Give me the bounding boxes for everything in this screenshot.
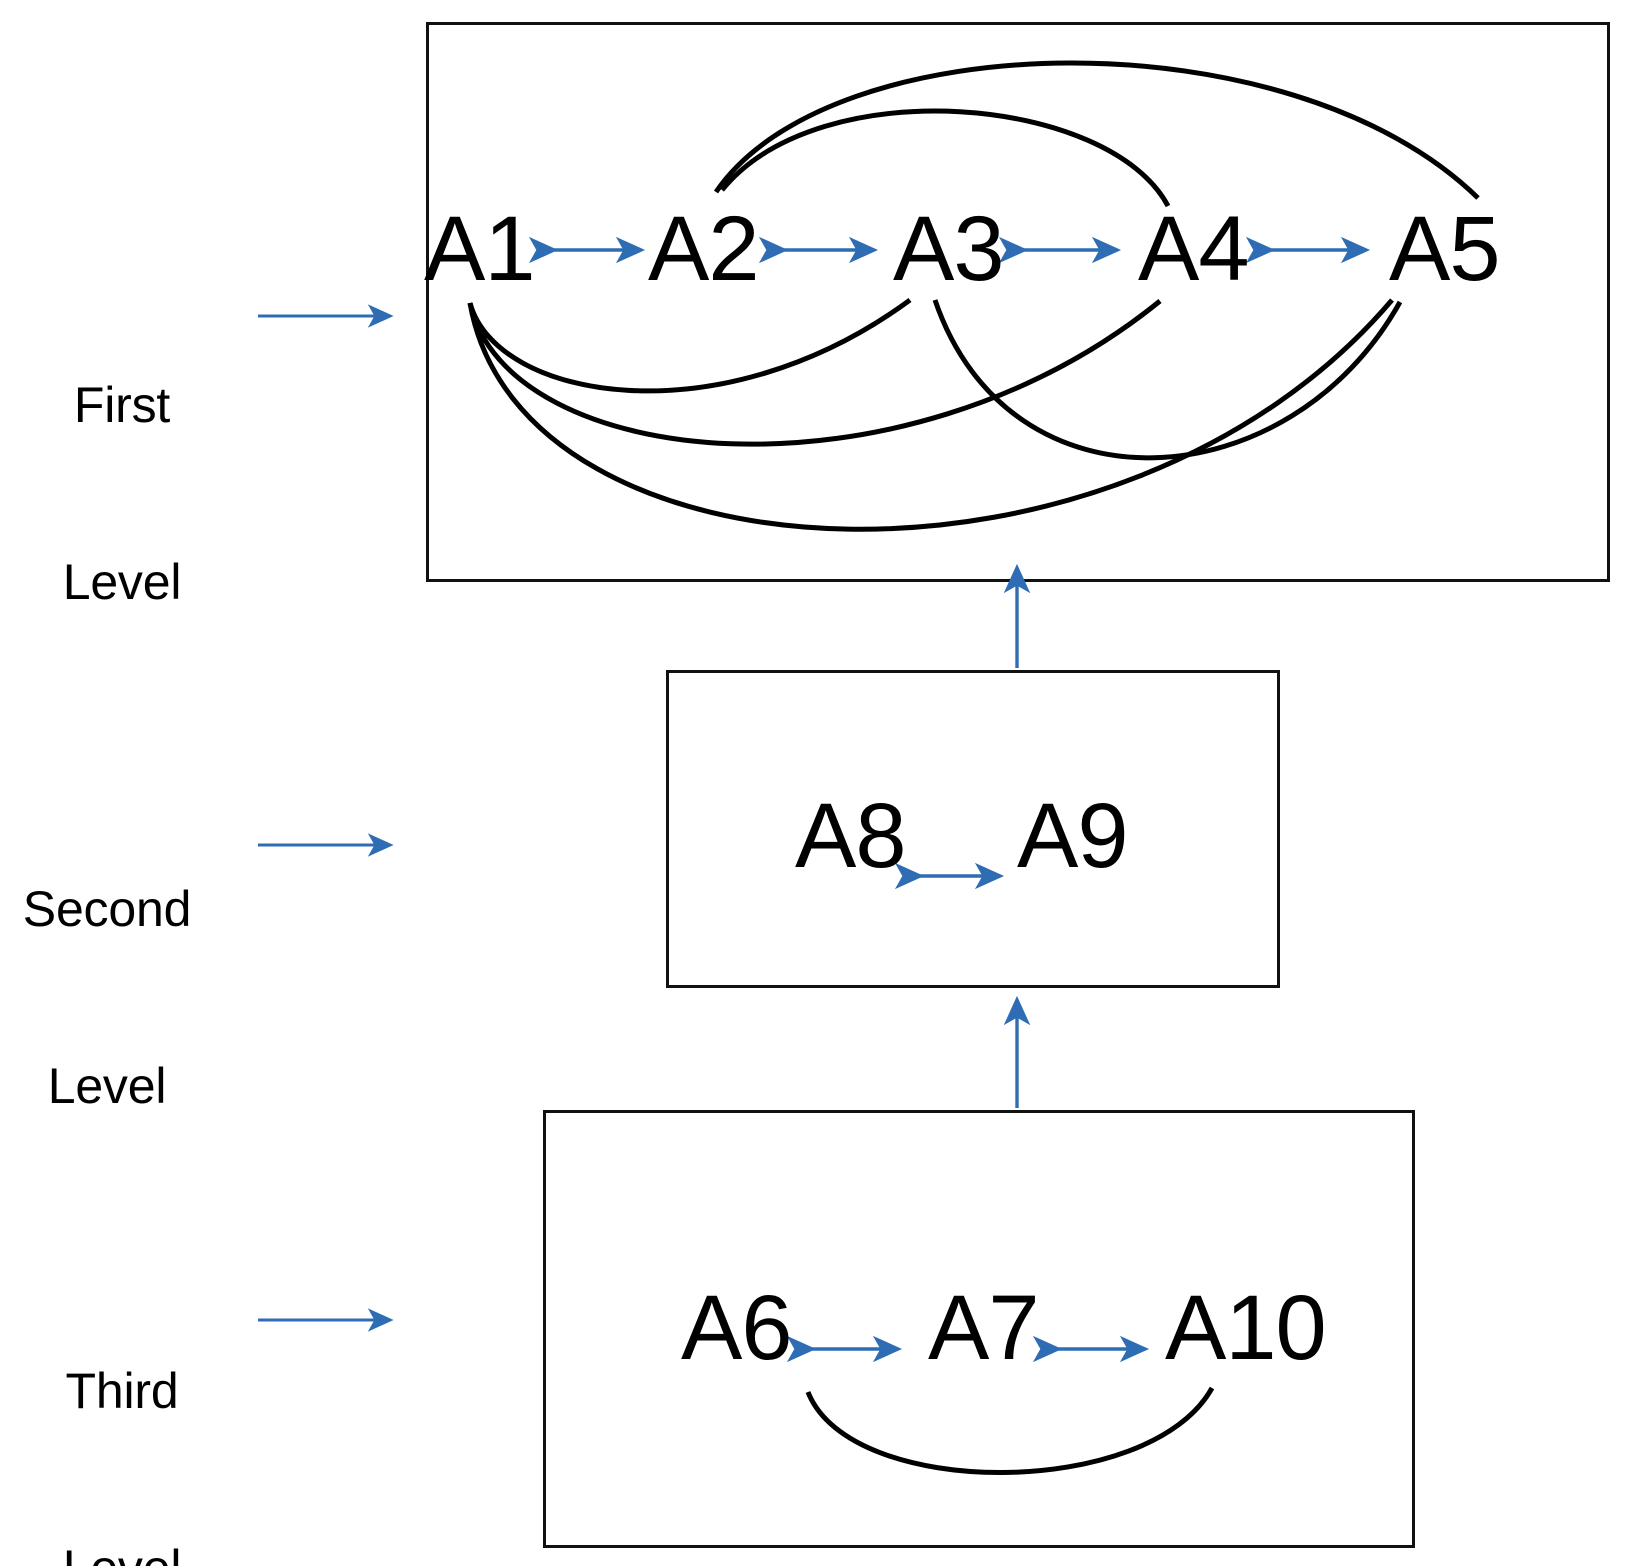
first-level-label-line2: Level (62, 554, 182, 610)
node-a7: A7 (928, 1277, 1040, 1379)
second-level-label-line1: Second (22, 881, 192, 937)
second-level-label: Second Level (2, 762, 212, 1234)
node-a9: A9 (1017, 785, 1129, 887)
first-level-label: First Level (22, 258, 222, 730)
second-level-label-line2: Level (47, 1058, 167, 1114)
node-a6: A6 (681, 1277, 793, 1379)
second-level-box (666, 670, 1280, 988)
node-a2: A2 (648, 198, 760, 300)
node-a3: A3 (893, 198, 1005, 300)
arc-a1-a3 (467, 297, 912, 394)
node-a8: A8 (795, 785, 907, 887)
arc-a2-a4 (720, 108, 1171, 208)
third-level-label-line1: Third (65, 1363, 179, 1419)
arc-a2-a5 (713, 60, 1480, 200)
third-level-label: Third Level (22, 1244, 222, 1566)
third-level-box (543, 1110, 1415, 1548)
node-a4: A4 (1138, 198, 1250, 300)
node-a1: A1 (424, 198, 536, 300)
arc-a1-a5 (467, 298, 1394, 532)
node-a10: A10 (1165, 1277, 1327, 1379)
node-a5: A5 (1389, 198, 1501, 300)
first-level-label-line1: First (73, 377, 171, 433)
arc-a1-a4 (467, 299, 1162, 447)
arc-a3-a5 (932, 299, 1403, 461)
arc-a6-a10 (805, 1386, 1215, 1475)
third-level-label-line2: Level (22, 1539, 222, 1566)
